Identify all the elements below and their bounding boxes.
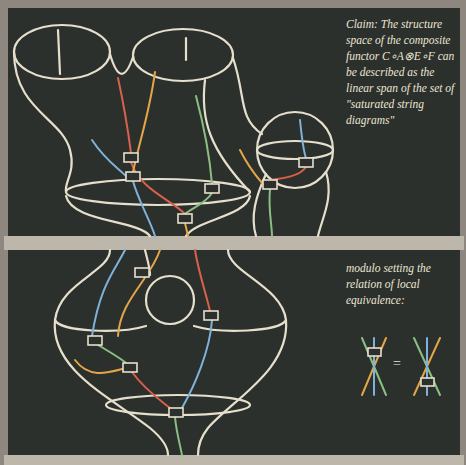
coupon-box (126, 172, 140, 181)
board-ledge (4, 455, 464, 465)
claim-note-holder: Claim: The structure space of the compos… (346, 16, 458, 128)
string (175, 417, 182, 455)
string (414, 338, 440, 395)
coupon-box (263, 180, 277, 189)
string (373, 338, 375, 395)
string (98, 345, 126, 363)
hole-outline (146, 276, 194, 324)
string (300, 120, 306, 158)
equivalence-note: modulo setting the relation of local equ… (346, 260, 458, 308)
surface-outline (14, 52, 72, 192)
string (414, 338, 440, 395)
coupon-box (178, 214, 192, 223)
lower-board (8, 250, 460, 455)
coupon-box (124, 153, 138, 162)
surface-outline (233, 58, 262, 134)
boundary-circle (55, 320, 146, 331)
string (185, 223, 188, 236)
equals-sign-holder: = (393, 356, 407, 372)
surface-outline (110, 54, 133, 74)
coupon-box (135, 268, 149, 277)
board-ledge (4, 236, 464, 250)
equals-sign: = (393, 356, 407, 372)
string (195, 250, 210, 311)
string (185, 193, 212, 214)
boundary-circle (257, 141, 333, 159)
coupon-box (205, 184, 219, 193)
boundary-circle (14, 25, 110, 79)
string (182, 320, 212, 408)
coupon-box (204, 311, 218, 320)
equivalence-note-holder: modulo setting the relation of local equ… (346, 260, 458, 308)
upper-board (8, 8, 460, 236)
surface-outline (66, 196, 150, 236)
string (270, 167, 306, 180)
chalk-mark (185, 38, 187, 60)
coupon-box (123, 363, 137, 372)
string (131, 162, 185, 214)
boundary-circle (194, 320, 286, 331)
chalk-mark (58, 30, 60, 74)
string (133, 181, 155, 236)
boundary-circle (66, 179, 250, 205)
coupon-box (368, 348, 381, 356)
coupon-box (421, 378, 434, 386)
string (118, 78, 131, 153)
surface-outline (186, 196, 250, 236)
string (92, 140, 126, 176)
coupon-box (169, 408, 183, 417)
sphere-outline (257, 112, 333, 188)
boundary-circle (133, 29, 233, 81)
string (269, 189, 272, 236)
string (196, 96, 212, 184)
surface-outline (55, 250, 168, 455)
string (118, 250, 160, 336)
surface-outline (318, 172, 329, 236)
string (362, 338, 386, 395)
string (132, 372, 170, 408)
string (75, 360, 126, 373)
string (92, 250, 125, 336)
string (362, 338, 386, 395)
string (240, 150, 263, 184)
coupon-box (299, 158, 313, 167)
surface-outline (198, 250, 286, 455)
claim-note: Claim: The structure space of the compos… (346, 16, 458, 128)
coupon-box (88, 336, 102, 345)
